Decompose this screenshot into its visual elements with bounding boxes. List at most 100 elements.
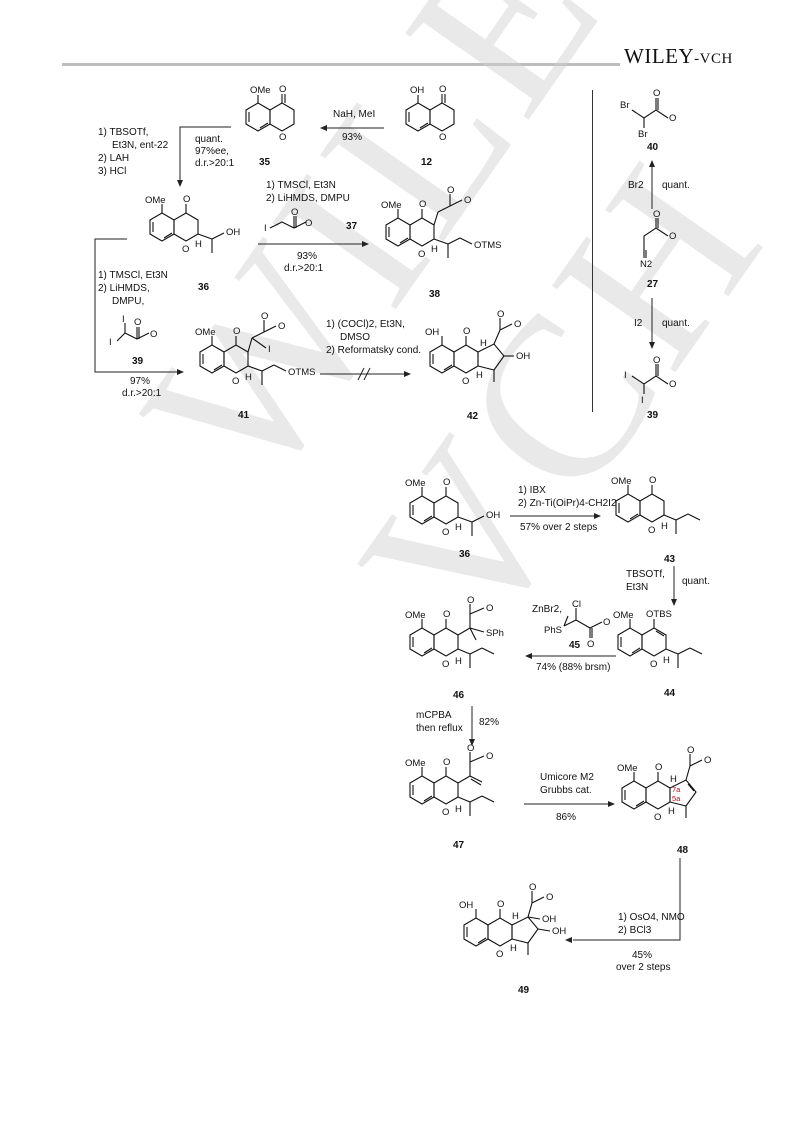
svg-text:O: O [182, 244, 189, 255]
svg-text:OH: OH [410, 85, 424, 96]
arrow-35-to-36 [177, 126, 231, 187]
compound-label-48: 48 [677, 845, 689, 856]
structure-45: Cl PhS O O [544, 599, 610, 650]
compound-label-36-b: 36 [459, 549, 471, 560]
svg-text:O: O [497, 899, 504, 910]
svg-text:I: I [264, 223, 267, 234]
yield-46-47: 82% [479, 717, 500, 728]
compound-label-41: 41 [238, 410, 250, 421]
reagent-36-41-1: 1) TMSCl, Et3N [98, 270, 168, 281]
arrow-36-to-41 [94, 238, 184, 375]
reagent-35-36-1: 1) TBSOTf, [98, 127, 149, 138]
svg-text:H: H [476, 370, 483, 381]
svg-text:I: I [109, 337, 112, 348]
reagent-35-36-3: 2) LAH [98, 153, 130, 164]
compound-label-46: 46 [453, 690, 465, 701]
svg-text:O: O [653, 355, 660, 366]
svg-text:H: H [668, 806, 675, 817]
publisher-logo: WILEY-VCH [624, 44, 733, 68]
svg-text:H: H [431, 244, 438, 255]
svg-text:O: O [442, 659, 449, 670]
svg-text:O: O [649, 475, 656, 486]
svg-text:O: O [419, 199, 426, 210]
svg-text:OMe: OMe [613, 610, 634, 621]
svg-text:O: O [279, 84, 286, 95]
structure-36: OMe O O H OH [145, 194, 240, 255]
reagent-36-41-2: 2) LiHMDS, [98, 283, 150, 294]
svg-text:O: O [463, 326, 470, 337]
svg-text:O: O [439, 84, 446, 95]
svg-text:O: O [669, 113, 676, 124]
reagent-36-38-2: 2) LiHMDS, DMPU [266, 193, 350, 204]
structure-39-reagent: I I O O [109, 314, 157, 348]
reagent-27-39: I2 [634, 318, 643, 329]
svg-text:H: H [661, 521, 668, 532]
svg-text:H: H [480, 338, 487, 349]
svg-text:OTMS: OTMS [288, 367, 315, 378]
compound-label-35: 35 [259, 157, 271, 168]
structure-39: I I O O [624, 355, 676, 406]
svg-text:SPh: SPh [486, 628, 504, 639]
svg-text:O: O [447, 185, 454, 196]
svg-text:O: O [462, 376, 469, 387]
svg-text:I: I [641, 395, 644, 406]
structure-35: OMe O O [245, 84, 295, 143]
svg-text:O: O [486, 751, 493, 762]
reagent-35-36-4: 3) HCl [98, 166, 127, 177]
svg-text:OMe: OMe [405, 478, 426, 489]
svg-text:Cl: Cl [572, 599, 581, 610]
svg-text:O: O [233, 326, 240, 337]
svg-text:O: O [546, 892, 553, 903]
structure-46: OMe O O H O O SPh [405, 595, 504, 670]
svg-text:O: O [443, 477, 450, 488]
reagent-36-43-1: 1) IBX [518, 485, 546, 496]
yield-12-35: 93% [342, 132, 363, 143]
svg-text:H: H [245, 372, 252, 383]
arrow-44-to-46 [525, 653, 616, 659]
yield-note-48-49: over 2 steps [616, 962, 671, 973]
structure-43: OMe O O H [611, 475, 701, 536]
svg-text:Br: Br [638, 129, 648, 140]
dr-35-36: d.r.>20:1 [195, 158, 235, 169]
compound-label-42: 42 [467, 411, 479, 422]
structure-12: OH O O [405, 84, 455, 143]
reagent-41-42-2: DMSO [340, 332, 370, 343]
compound-label-45: 45 [569, 640, 581, 651]
reagent-41-42-3: 2) Reformatsky cond. [326, 345, 422, 356]
reagent-12-35: NaH, MeI [333, 109, 376, 120]
yield-44-46: 74% (88% brsm) [536, 662, 611, 673]
reagent-36-43-2: 2) Zn-Ti(OiPr)4-CH2I2 [518, 498, 617, 509]
svg-text:O: O [291, 207, 298, 218]
svg-text:O: O [669, 379, 676, 390]
arrow-36-to-43 [510, 513, 601, 519]
structure-44: OMe OTBS O H [613, 609, 703, 670]
compound-label-38: 38 [429, 289, 441, 300]
structure-49: OH O O H H O O OH OH [459, 882, 566, 960]
svg-text:O: O [418, 249, 425, 260]
compound-label-39-right: 39 [647, 410, 659, 421]
compound-label-49: 49 [518, 985, 530, 996]
svg-text:O: O [443, 757, 450, 768]
structure-47: OMe O O H O O [405, 743, 495, 818]
reagent-43-44-2: Et3N [626, 582, 649, 593]
svg-text:O: O [587, 639, 594, 650]
svg-text:OTMS: OTMS [474, 240, 501, 251]
svg-text:OH: OH [542, 914, 556, 925]
svg-text:O: O [467, 743, 474, 754]
arrow-46-to-47 [469, 706, 475, 746]
svg-text:OH: OH [425, 327, 439, 338]
svg-text:OMe: OMe [405, 610, 426, 621]
reagent-41-42-1: 1) (COCl)2, Et3N, [326, 319, 405, 330]
reagent-27-40: Br2 [628, 180, 644, 191]
svg-text:H: H [670, 774, 677, 785]
svg-text:O: O [669, 231, 676, 242]
yield-36-43: 57% over 2 steps [520, 522, 598, 533]
svg-text:Br: Br [620, 100, 630, 111]
arrow-27-to-40 [649, 160, 655, 209]
compound-label-47: 47 [453, 840, 465, 851]
svg-text:O: O [704, 755, 711, 766]
yield-43-44: quant. [682, 576, 710, 587]
yield-36-41: 97% [130, 376, 151, 387]
svg-text:OH: OH [516, 351, 530, 362]
compound-label-27: 27 [647, 279, 659, 290]
